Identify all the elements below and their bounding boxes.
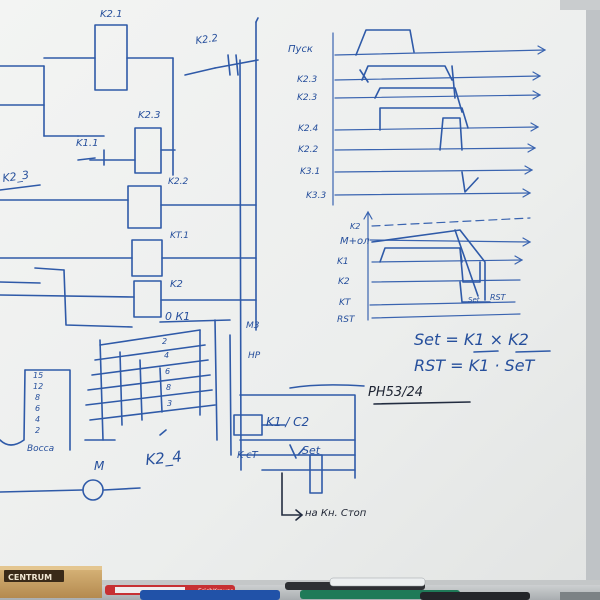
label-k-ct: K-cT xyxy=(237,450,259,461)
label-set-box: Set xyxy=(302,444,321,457)
formula-set: Set = K1 × K2 xyxy=(414,330,529,349)
label-k1-1: K1.1 xyxy=(76,138,98,149)
timing-row-label: KT xyxy=(339,298,352,308)
label-m-circle: M xyxy=(94,459,105,473)
ruler-brand: CENTRUM xyxy=(8,573,52,582)
timing-bottom-rows: K2 M+ол K1 K2 KT RST Set RST xyxy=(337,222,507,325)
label-stop: на Кн. Стоп xyxy=(305,508,367,519)
label-hp: HP xyxy=(248,351,261,361)
timing-row-label: K3.3 xyxy=(306,191,326,201)
label-rh53-24: PH53/24 xyxy=(368,385,423,400)
label-k1-c2: K1 / C2 xyxy=(266,415,309,429)
timing-top xyxy=(332,29,547,206)
ruler: CENTRUM xyxy=(0,566,102,598)
rack-number: 4 xyxy=(35,415,40,424)
svg-text:3: 3 xyxy=(167,399,172,408)
timing-row-label: M+ол xyxy=(340,236,370,247)
timing-row-label: K2.3 xyxy=(297,93,317,103)
timing-row-label: K2.3 xyxy=(297,75,317,85)
formula-overline-1 xyxy=(473,350,499,353)
label-zero-one: 0 К1 xyxy=(165,310,190,323)
rack-number: 12 xyxy=(33,382,43,391)
board-frame-corner xyxy=(560,0,600,10)
timing-top-rows: Пуск K2.3 K2.3 K2.4 K2.2 K3.1 K3.3 xyxy=(288,44,326,201)
label-k2-1: K2.1 xyxy=(100,9,122,20)
rack-number: 15 xyxy=(33,371,43,380)
svg-text:6: 6 xyxy=(165,367,170,376)
svg-text:8: 8 xyxy=(166,383,171,392)
rack-number: 2 xyxy=(35,426,40,435)
timing-row-label: K3.1 xyxy=(300,167,320,177)
timing-row-label: K2.4 xyxy=(298,124,318,134)
left-schematic xyxy=(0,17,259,501)
timing-row-label: K2 xyxy=(350,222,360,231)
label-k2-2-mid: K2.2 xyxy=(168,177,188,187)
timing-row-label: K1 xyxy=(337,257,349,267)
formula-rst: RST = K1 · SeT xyxy=(414,356,536,375)
label-k2-4: K2_4 xyxy=(145,447,183,470)
rack-number: 6 xyxy=(35,404,40,413)
rack-number: 8 xyxy=(35,393,40,402)
label-m3: M3 xyxy=(246,321,260,331)
timing-row-label: Пуск xyxy=(288,44,313,55)
step-numbers: 2 4 6 8 3 xyxy=(162,337,172,408)
board-surface xyxy=(0,0,600,585)
label-k2-2-top: K2.2 xyxy=(195,33,219,47)
timing-row-label: K2.2 xyxy=(298,145,318,155)
timing-bottom xyxy=(363,210,532,321)
timing-row-label: RST xyxy=(337,315,356,325)
timing-row-label: K2 xyxy=(338,277,350,287)
label-kt-1: KT.1 xyxy=(170,231,189,241)
rack-label: Bocca xyxy=(27,444,54,454)
rack-numbers: 15 12 8 6 4 2 Bocca xyxy=(27,371,54,454)
bottom-box-area xyxy=(233,384,471,521)
svg-text:4: 4 xyxy=(164,351,169,360)
timing-rst-label: RST xyxy=(490,293,507,302)
board-frame-right xyxy=(586,0,600,585)
label-k2-3-left: K2_3 xyxy=(2,168,30,185)
svg-text:2: 2 xyxy=(162,337,167,346)
timing-set-label: Set xyxy=(468,296,480,304)
formula-overline-2 xyxy=(515,350,551,353)
markers: ErichKrause xyxy=(105,577,600,600)
label-k2-3-top: K2.3 xyxy=(138,110,160,121)
label-k2: K2 xyxy=(170,279,183,290)
